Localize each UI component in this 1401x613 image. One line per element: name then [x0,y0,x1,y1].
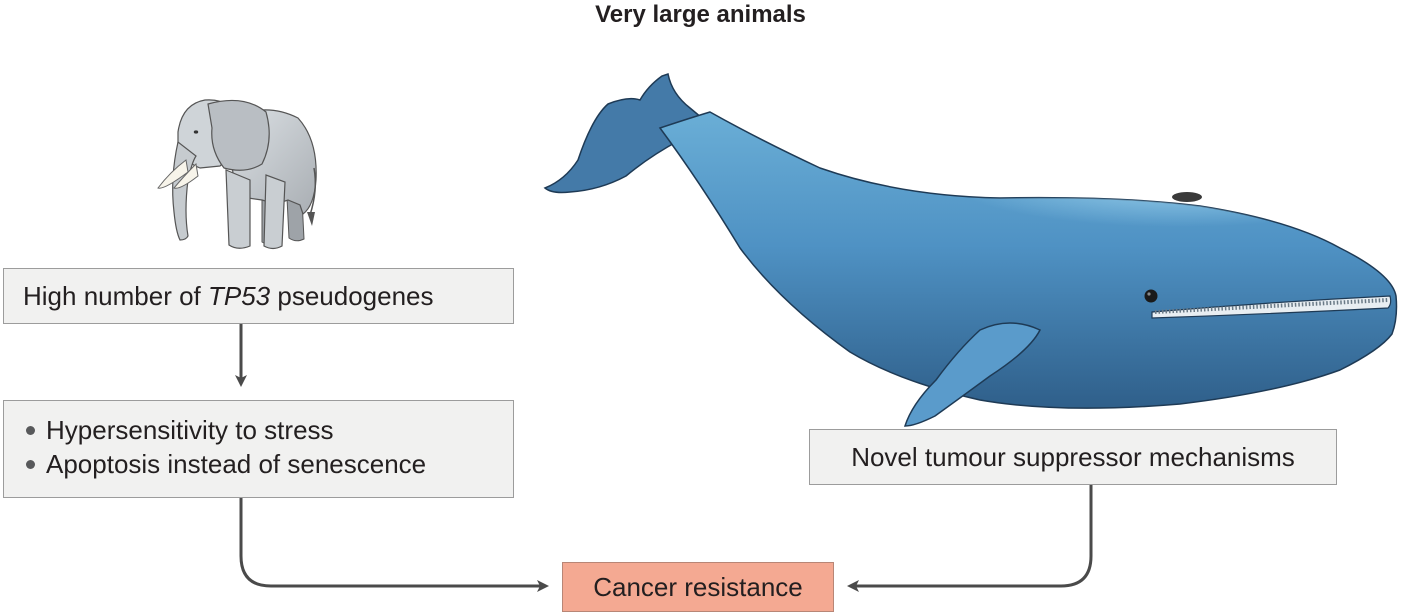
elephant-effects-box: Hypersensitivity to stress Apoptosis ins… [3,400,514,498]
tp53-gene-name: TP53 [207,281,271,311]
cancer-resistance-box: Cancer resistance [562,562,834,612]
elephant-icon [157,99,317,250]
bullet-icon [26,459,35,469]
whale-icon [543,73,1398,427]
effect-label: Hypersensitivity to stress [46,415,334,445]
novel-mechanisms-box: Novel tumour suppressor mechanisms [809,429,1337,485]
arrow-novel-to-outcome [847,485,1093,592]
tp53-text-suffix: pseudogenes [270,281,434,311]
bullet-icon [26,425,35,435]
diagram-title: Very large animals [595,1,806,28]
tp53-pseudogenes-box: High number of TP53 pseudogenes [3,268,514,324]
effect-item: Hypersensitivity to stress [26,413,513,447]
effect-label: Apoptosis instead of senescence [46,449,427,479]
novel-mechanisms-label: Novel tumour suppressor mechanisms [851,442,1295,472]
effect-item: Apoptosis instead of senescence [26,447,513,481]
tp53-text-prefix: High number of [23,281,208,311]
cancer-resistance-label: Cancer resistance [593,571,803,602]
arrow-effects-to-outcome [239,498,549,592]
